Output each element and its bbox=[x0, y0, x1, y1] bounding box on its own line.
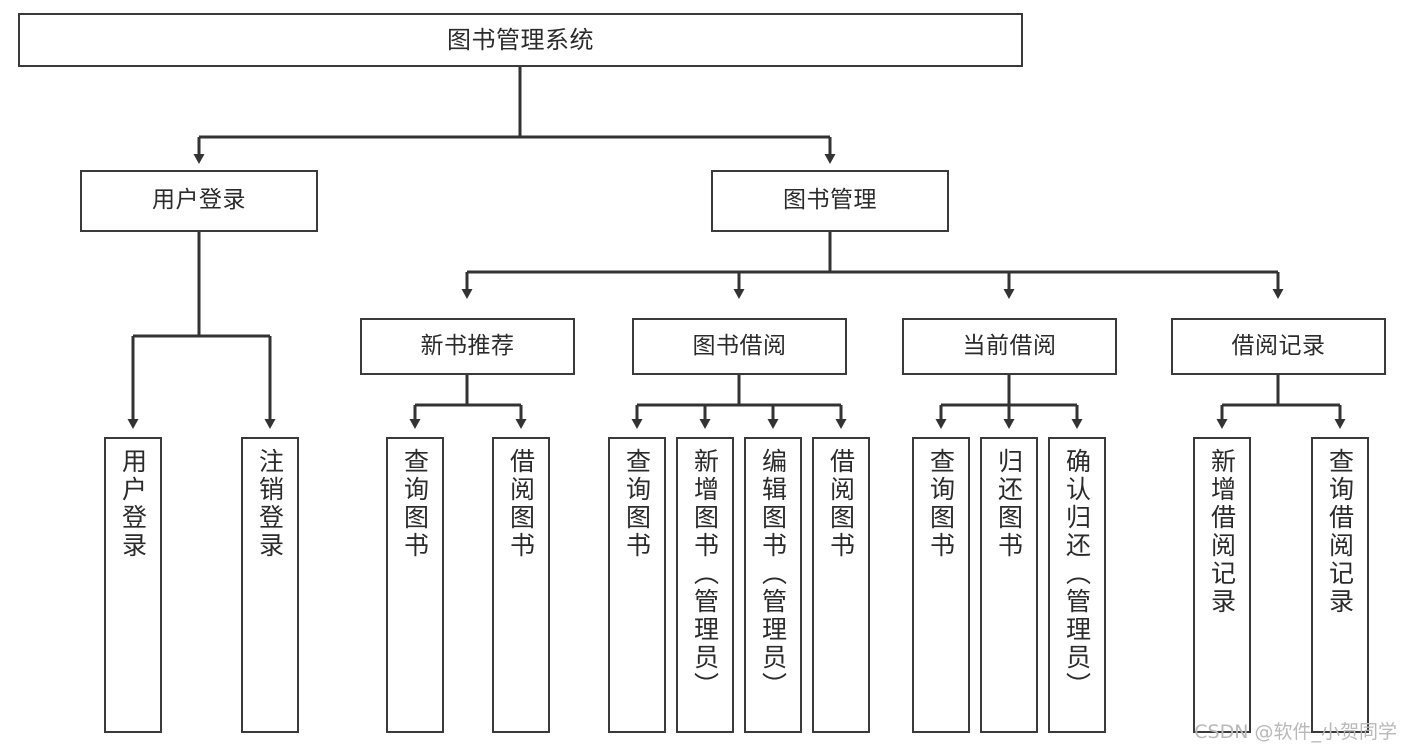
node-label: 注销登录 bbox=[255, 448, 285, 560]
node-label: 用户登录 bbox=[118, 448, 148, 560]
node-label: 用户登录 bbox=[152, 187, 246, 214]
leaf-edit-book-admin[interactable]: 编辑图书（管理员） bbox=[744, 437, 802, 733]
node-root-system[interactable]: 图书管理系统 bbox=[18, 13, 1023, 67]
node-label: 查询图书 bbox=[400, 448, 430, 560]
leaf-add-borrow-record[interactable]: 新增借阅记录 bbox=[1193, 437, 1251, 733]
leaf-borrow-book-recommendation[interactable]: 借阅图书 bbox=[492, 437, 550, 733]
leaf-query-book-recommendation[interactable]: 查询图书 bbox=[386, 437, 444, 733]
node-label: 图书管理系统 bbox=[447, 25, 594, 54]
node-label: 借阅图书 bbox=[826, 448, 856, 560]
leaf-query-book[interactable]: 查询图书 bbox=[608, 437, 666, 733]
node-label: 查询图书 bbox=[926, 448, 956, 560]
node-label: 图书管理 bbox=[783, 187, 877, 214]
node-borrow-records[interactable]: 借阅记录 bbox=[1171, 318, 1386, 375]
leaf-add-book-admin[interactable]: 新增图书（管理员） bbox=[676, 437, 734, 733]
node-book-management[interactable]: 图书管理 bbox=[711, 170, 949, 232]
leaf-query-borrow-record[interactable]: 查询借阅记录 bbox=[1311, 437, 1369, 733]
watermark-text: CSDN @软件_小贺同学 bbox=[1194, 721, 1397, 743]
node-label: 借阅记录 bbox=[1231, 332, 1326, 359]
node-user-login[interactable]: 用户登录 bbox=[80, 170, 318, 232]
node-label: 新书推荐 bbox=[420, 332, 515, 359]
node-label: 归还图书 bbox=[994, 448, 1024, 560]
node-label: 确认归还（管理员） bbox=[1062, 448, 1092, 700]
node-label: 新增图书（管理员） bbox=[690, 448, 720, 700]
leaf-user-login[interactable]: 用户登录 bbox=[104, 437, 162, 733]
node-label: 借阅图书 bbox=[506, 448, 536, 560]
leaf-logout[interactable]: 注销登录 bbox=[241, 437, 299, 733]
node-label: 查询图书 bbox=[622, 448, 652, 560]
leaf-query-book-current[interactable]: 查询图书 bbox=[912, 437, 970, 733]
node-new-book-recommendation[interactable]: 新书推荐 bbox=[360, 318, 575, 375]
leaf-return-book[interactable]: 归还图书 bbox=[980, 437, 1038, 733]
node-current-borrowing[interactable]: 当前借阅 bbox=[902, 318, 1117, 375]
node-label: 新增借阅记录 bbox=[1207, 448, 1237, 616]
node-book-borrowing[interactable]: 图书借阅 bbox=[632, 318, 847, 375]
leaf-borrow-book[interactable]: 借阅图书 bbox=[812, 437, 870, 733]
node-label: 当前借阅 bbox=[962, 332, 1057, 359]
node-label: 图书借阅 bbox=[692, 332, 787, 359]
node-label: 查询借阅记录 bbox=[1325, 448, 1355, 616]
node-label: 编辑图书（管理员） bbox=[758, 448, 788, 700]
leaf-confirm-return-admin[interactable]: 确认归还（管理员） bbox=[1048, 437, 1106, 733]
